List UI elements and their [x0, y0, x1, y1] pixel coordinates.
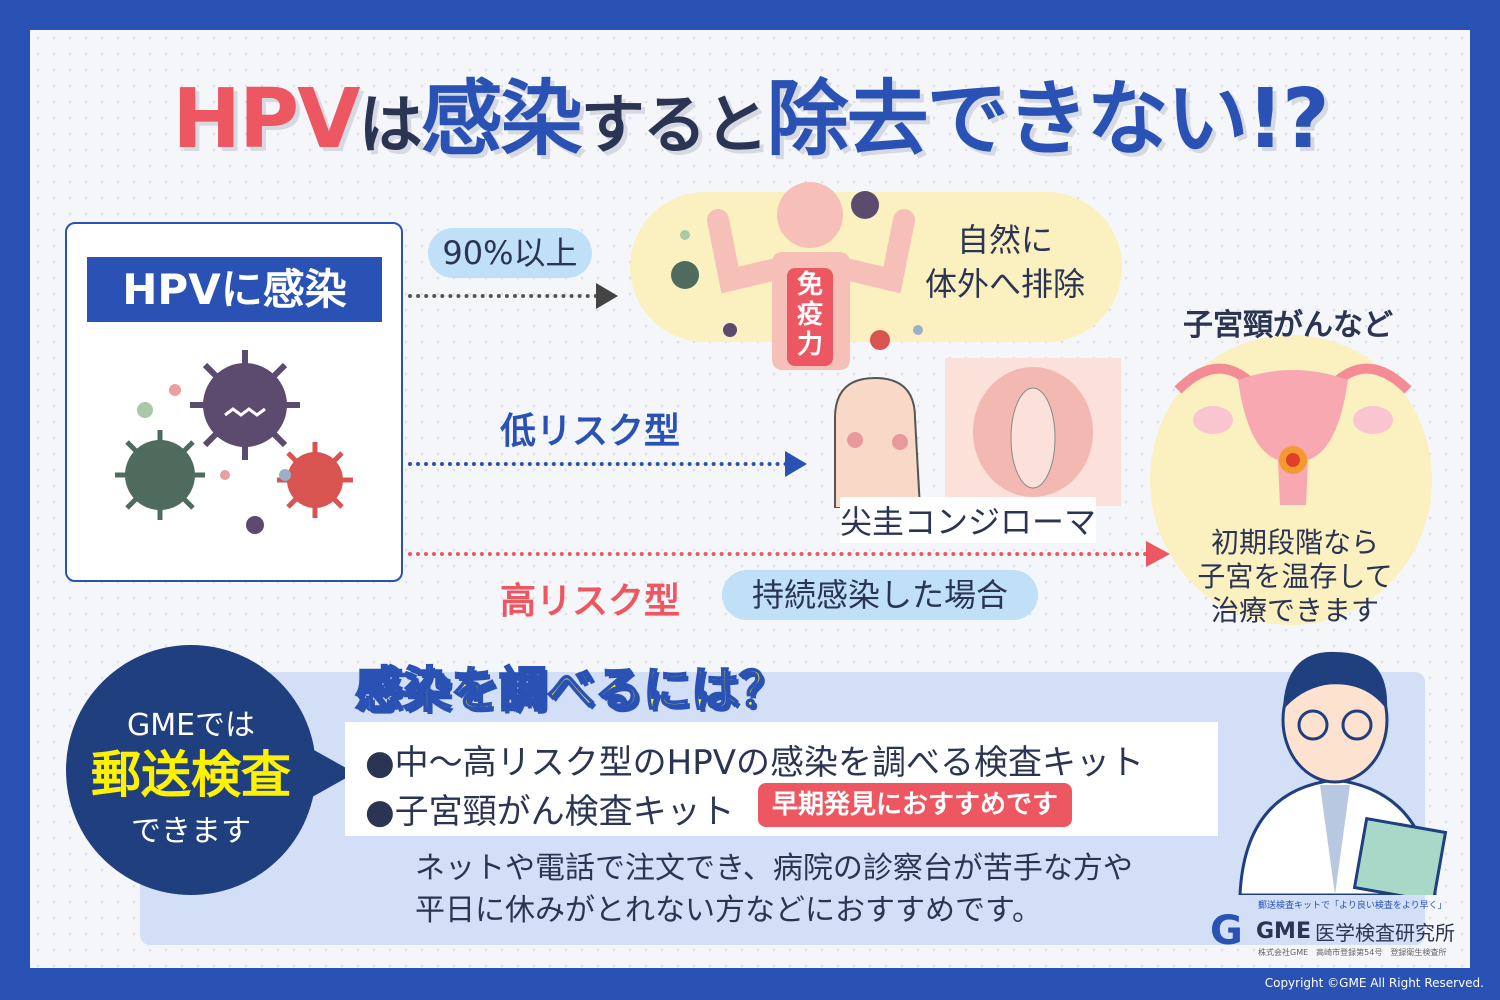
immune-body-icon — [671, 182, 923, 370]
percent-pill: 90%以上 — [428, 228, 592, 278]
title-suruto: すると — [580, 89, 769, 163]
page-title: HPVは感染すると除去できない!? — [0, 52, 1500, 171]
high-risk-label: 高リスク型 — [500, 581, 681, 622]
natural-result-line2: 体外へ排除 — [924, 265, 1085, 303]
virus-icon — [115, 350, 353, 534]
condyloma-label: 尖圭コンジローマ — [840, 497, 1097, 543]
arrow-head-low-risk — [785, 451, 807, 477]
cervical-result-line1: 初期段階なら — [1210, 526, 1379, 559]
immunity-label: 免疫力 — [796, 270, 823, 360]
title-jokyo: 除去できない!? — [766, 72, 1330, 167]
doctor-illustration — [1238, 651, 1448, 895]
low-risk-label: 低リスク型 — [500, 411, 681, 452]
circle-line3: できます — [131, 814, 251, 849]
description-line2: 平日に休みがとれない方などにおすすめです。 — [415, 893, 1042, 928]
arrow-natural — [408, 294, 598, 298]
natural-result-line1: 自然に — [956, 221, 1053, 259]
persistent-infection-pill: 持続感染した場合 — [722, 570, 1038, 620]
infection-label: HPVに感染 — [87, 257, 382, 322]
title-hpv: HPV — [172, 72, 360, 167]
early-detection-badge: 早期発見におすすめです — [758, 783, 1073, 827]
natural-result: 自然に体外へ排除 — [910, 218, 1100, 306]
testing-heading: 感染を調べるには？ — [354, 661, 788, 719]
cervical-result: 初期段階なら子宮を温存して治療できます — [1170, 526, 1420, 628]
description-line1: ネットや電話で注文でき、病院の診察台が苦手な方や — [415, 851, 1133, 886]
testing-description: ネットや電話で注文でき、病院の診察台が苦手な方や平日に休みがとれない方などにおす… — [415, 848, 1133, 932]
cervical-result-line2: 子宮を温存して — [1197, 560, 1393, 593]
copyright: Copyright ©GME All Right Reserved. — [1264, 976, 1484, 990]
cervical-result-line3: 治療できます — [1210, 594, 1379, 627]
logo-tagline: 郵送検査キットで「より良い検査をより早く」 — [1258, 901, 1447, 911]
title-ha: は — [358, 89, 423, 163]
logo-sub: 株式会社GME 高崎市登録第54号 登録衛生検査所 — [1258, 948, 1447, 957]
logo-g-icon: G — [1210, 908, 1243, 954]
test-kit-item-cervical: ●子宮頸がん検査キット — [365, 792, 735, 832]
cervical-cancer-title: 子宮頸がんなど — [1183, 308, 1393, 343]
circle-line2: 郵送検査 — [91, 746, 291, 804]
test-kit-item-hpv: ●中～高リスク型のHPVの感染を調べる検査キット — [365, 743, 1144, 783]
logo-name: GME — [1256, 918, 1311, 944]
arrow-head-natural — [596, 283, 618, 309]
condyloma-illustration — [834, 358, 1121, 508]
title-kansen: 感染 — [420, 72, 583, 167]
arrow-low-risk — [408, 462, 788, 466]
virus-purple — [190, 350, 300, 460]
uterus-icon — [1174, 363, 1412, 505]
gme-mail-test-circle: GMEでは 郵送検査 できます — [66, 645, 316, 895]
logo-name-jp: 医学検査研究所 — [1314, 920, 1455, 945]
circle-line1: GMEでは — [126, 708, 256, 743]
arrow-high-risk — [408, 552, 1148, 556]
